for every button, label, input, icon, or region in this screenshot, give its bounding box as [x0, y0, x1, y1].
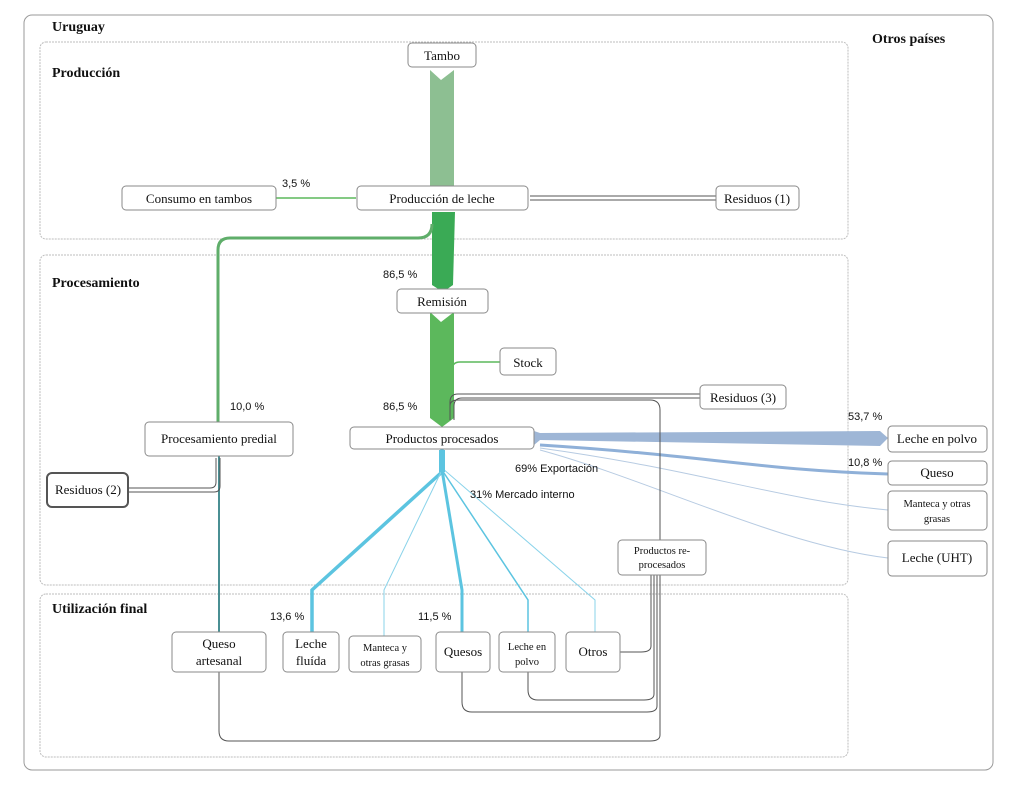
exportacion-label: 69% Exportación	[515, 463, 598, 475]
node-residuos3: Residuos (3)	[699, 384, 787, 410]
flow-predial	[216, 223, 434, 422]
manteca-exp-line2: grasas	[924, 514, 950, 525]
tambo-label: Tambo	[424, 48, 460, 63]
node-residuos2: Residuos (2)	[46, 472, 129, 508]
node-stock: Stock	[499, 347, 557, 376]
node-productos-procesados: Productos procesados	[349, 426, 535, 450]
flow-int-otros	[441, 467, 596, 634]
flow-int-leche-fluida	[310, 448, 444, 634]
node-leche-uht: Leche (UHT)	[887, 540, 988, 577]
procesamiento-title: Procesamiento	[52, 276, 140, 291]
procesados-pct: 86,5 %	[383, 401, 417, 413]
flow-stock	[451, 361, 500, 400]
node-leche-polvo-int: Leche en polvo	[498, 631, 556, 673]
node-queso-exp: Queso	[887, 460, 988, 486]
uruguay-title: Uruguay	[52, 20, 105, 35]
manteca-int-line2: otras grasas	[360, 658, 409, 669]
leche-polvo-pct: 53,7 %	[848, 411, 882, 423]
flow-residuos3	[449, 393, 700, 420]
node-quesos: Quesos	[435, 631, 491, 673]
produccion-frame	[39, 41, 849, 240]
predial-pct: 10,0 %	[230, 401, 264, 413]
node-leche-fluida: Leche fluída	[282, 631, 340, 673]
productos-reprocesados-line2: procesados	[639, 560, 686, 571]
flow-export-uht	[539, 449, 889, 559]
node-queso-artesanal: Queso artesanal	[171, 631, 267, 673]
mercado-interno-label: 31% Mercado interno	[470, 489, 575, 501]
node-residuos1: Residuos (1)	[715, 185, 800, 211]
flow-residuos2	[128, 458, 221, 493]
otros-paises-title: Otros países	[872, 32, 946, 47]
flow-int-quesos	[440, 469, 464, 634]
leche-polvo-int-line2: polvo	[515, 657, 539, 668]
flow-remision-procesados	[430, 312, 454, 427]
flow-reproceso	[218, 399, 661, 742]
uruguay-frame	[23, 14, 994, 771]
manteca-exp-line1: Manteca y otras	[903, 499, 970, 510]
quesos-pct: 11,5 %	[418, 611, 452, 623]
node-otros: Otros	[565, 631, 621, 673]
utilizacion-frame	[39, 593, 849, 758]
leche-uht-label: Leche (UHT)	[902, 550, 972, 565]
flow-int-leche-polvo	[441, 469, 529, 634]
produccion-title: Producción	[52, 66, 120, 81]
node-remision: Remisión	[396, 288, 489, 314]
node-manteca-int: Manteca y otras grasas	[348, 635, 422, 673]
leche-polvo-int-line1: Leche en	[508, 642, 547, 653]
flow-export-leche-polvo	[534, 431, 888, 446]
leche-fluida-line2: fluída	[296, 653, 327, 668]
residuos3-label: Residuos (3)	[710, 390, 776, 405]
procesamiento-predial-label: Procesamiento predial	[161, 431, 277, 446]
node-tambo: Tambo	[407, 42, 477, 68]
productos-procesados-label: Productos procesados	[385, 431, 498, 446]
queso-pct: 10,8 %	[848, 457, 882, 469]
node-produccion-leche: Producción de leche	[356, 185, 529, 211]
utilizacion-title: Utilización final	[52, 602, 147, 617]
node-consumo-tambos: Consumo en tambos	[121, 185, 277, 211]
node-leche-polvo-exp: Leche en polvo	[887, 425, 988, 453]
consumo-pct: 3,5 %	[282, 178, 310, 190]
produccion-leche-label: Producción de leche	[389, 191, 495, 206]
leche-fluida-line1: Leche	[295, 636, 327, 651]
flow-int-manteca	[383, 469, 443, 636]
remision-pct: 86,5 %	[383, 269, 417, 281]
queso-artesanal-line2: artesanal	[196, 653, 243, 668]
remision-label: Remisión	[417, 294, 467, 309]
flow-tambo-produccion	[430, 70, 454, 186]
flow-produccion-remision	[432, 212, 455, 292]
quesos-label: Quesos	[444, 644, 482, 659]
stock-label: Stock	[513, 355, 543, 370]
leche-polvo-exp-label: Leche en polvo	[897, 431, 977, 446]
residuos1-label: Residuos (1)	[724, 191, 790, 206]
consumo-tambos-label: Consumo en tambos	[146, 191, 252, 206]
otros-label: Otros	[579, 644, 608, 659]
node-procesamiento-predial: Procesamiento predial	[144, 421, 294, 457]
node-manteca-exp: Manteca y otras grasas	[887, 490, 988, 531]
queso-artesanal-line1: Queso	[202, 636, 235, 651]
flow-export-queso	[539, 443, 889, 476]
manteca-int-line1: Manteca y	[363, 643, 408, 654]
flow-export-manteca	[539, 447, 889, 511]
node-productos-reprocesados: Productos re- procesados	[617, 539, 707, 576]
productos-reprocesados-line1: Productos re-	[634, 546, 691, 557]
flow-internal-stem	[439, 450, 445, 472]
flow-residuos1	[530, 195, 716, 201]
queso-exp-label: Queso	[920, 465, 953, 480]
leche-fluida-pct: 13,6 %	[270, 611, 304, 623]
residuos2-label: Residuos (2)	[55, 482, 121, 497]
